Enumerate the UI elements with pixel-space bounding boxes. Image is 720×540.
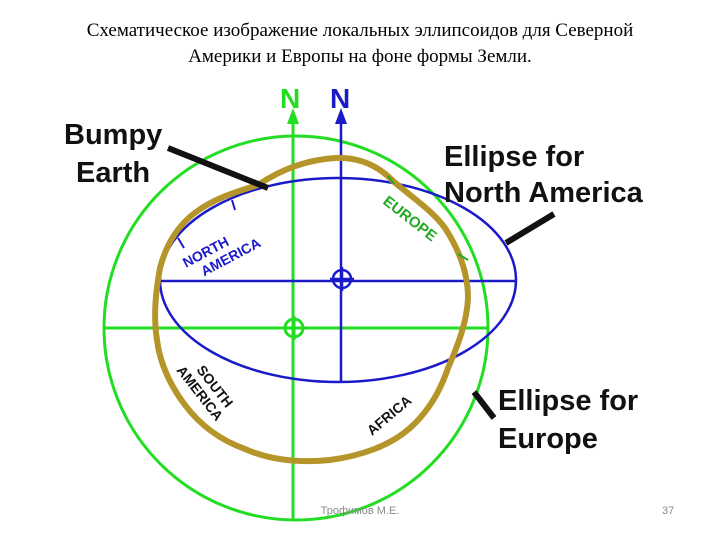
bumpy-earth-label: Bumpy Earth <box>64 119 170 189</box>
blue-north-label: N <box>330 83 350 114</box>
bumpy-earth-callout-line <box>166 145 270 191</box>
north-america-label: NORTH AMERICA <box>180 220 263 285</box>
green-north-label: N <box>280 83 300 114</box>
eu-tick-1 <box>387 175 395 185</box>
page-number: 37 <box>662 505 675 517</box>
slide-title-line-1: Схематическое изображение локальных элли… <box>86 20 634 41</box>
na-ellipse-callout-line <box>504 211 556 246</box>
eu-ellipse-label-line-1: Ellipse for <box>498 385 638 417</box>
na-tick-2 <box>231 199 236 211</box>
south-america-label: SOUTH AMERICA <box>174 353 239 424</box>
bumpy-earth-label-line-2: Earth <box>76 157 150 189</box>
eu-ellipse-label-line-2: Europe <box>498 423 598 455</box>
bumpy-earth-outline <box>152 154 471 465</box>
author-footer: Трофимов М.Е. <box>320 505 400 517</box>
na-ellipse-label-line-1: Ellipse for <box>444 141 584 173</box>
bumpy-earth-label-line-1: Bumpy <box>64 119 162 151</box>
slide-title-line-2: Америки и Европы на фоне формы Земли. <box>188 46 532 67</box>
eu-tick-2 <box>457 253 469 261</box>
green-north-arrowhead <box>287 108 299 124</box>
na-ellipse-label: Ellipse for North America <box>444 141 644 209</box>
eu-ellipse-label: Ellipse for Europe <box>498 385 646 455</box>
na-tick-1 <box>177 237 185 249</box>
na-ellipse-label-line-2: North America <box>444 177 644 209</box>
blue-north-arrowhead <box>335 108 347 124</box>
europe-label: EUROPE <box>380 193 440 245</box>
eu-ellipse-callout-line <box>471 390 497 420</box>
slide-title: Схематическое изображение локальных элли… <box>0 18 720 70</box>
